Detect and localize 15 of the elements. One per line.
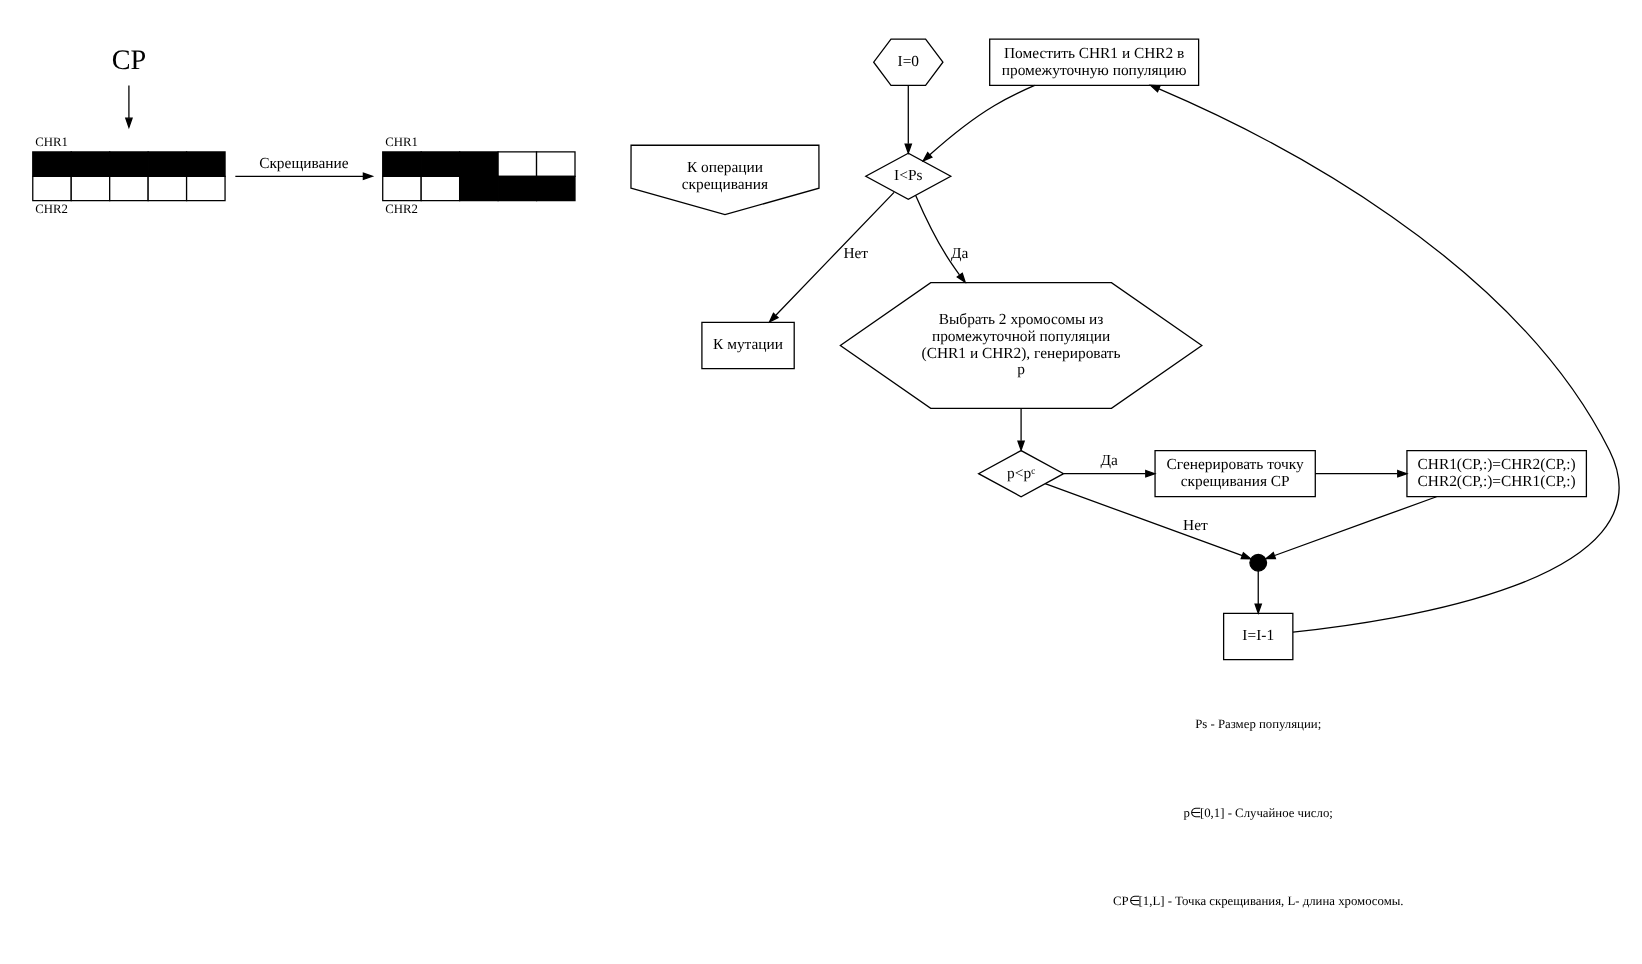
arrow [1063, 469, 1157, 478]
arrow [1044, 483, 1253, 560]
node-text: CP [111, 45, 147, 78]
arrow [915, 194, 967, 284]
arrow [124, 84, 133, 130]
arrow [1314, 469, 1409, 478]
arrow [234, 172, 375, 181]
arrow [921, 84, 1036, 163]
arrow [1264, 496, 1438, 560]
arrow [768, 191, 895, 324]
node-circle [1249, 553, 1268, 572]
arrow [904, 84, 913, 155]
arrow [1148, 84, 1620, 633]
arrow [1254, 570, 1263, 615]
arrow [1017, 407, 1026, 452]
